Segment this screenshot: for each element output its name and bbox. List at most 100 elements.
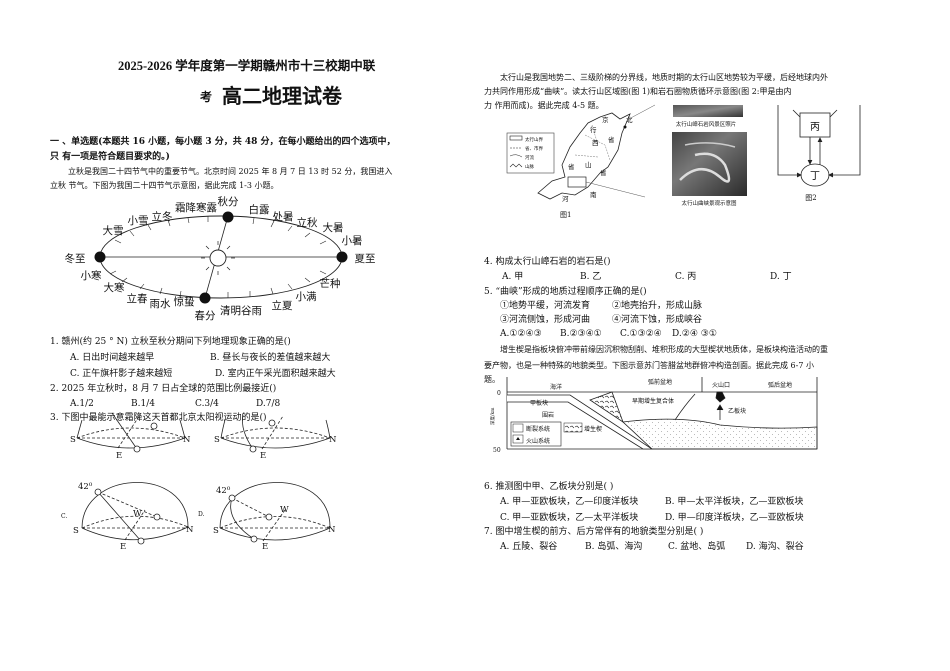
term-label: 小满 [296, 291, 317, 303]
map-label: 南 [590, 190, 597, 199]
term-label: 秋分 [218, 195, 239, 208]
subduction-cross-section: 海洋 弧前盆地 火山口 弧后盆地 甲板块 围岩 早期增生复合体 乙板块 断裂系统… [489, 377, 818, 454]
term-ticks [109, 216, 327, 298]
label-plate-jia: 甲板块 [530, 399, 548, 407]
label-early-complex: 早期增生复合体 [632, 397, 674, 405]
term-label: 大雪 [103, 224, 124, 237]
depth-50: 50 [493, 447, 501, 454]
exam-title-prefix: 考 [200, 90, 213, 104]
depth-0: 0 [497, 390, 501, 397]
term-label: 立冬 [152, 210, 173, 223]
term-label: 雨水 [150, 298, 171, 310]
accretion-intro-3: 题。 [484, 375, 500, 384]
label-e: E [116, 451, 122, 461]
q2-option-c: C.3/4 [195, 399, 219, 409]
legend-river: 河流 [525, 154, 534, 161]
earth-winter-solstice [94, 251, 106, 263]
label-n: N [186, 525, 194, 535]
earth-spring-equinox [199, 292, 211, 304]
horizon-a [76, 437, 186, 449]
q1-option-c: C. 正午旗杆影子越来越短 [70, 369, 173, 379]
label-s: S [213, 526, 219, 536]
taihang-intro-3: 力 作用而成)。据此完成 4-5 题。 [484, 101, 604, 110]
section-heading-2: 只 有一项是符合题目要求的。) [50, 152, 170, 162]
volcano-system [715, 391, 726, 403]
term-label: 处暑 [273, 211, 294, 223]
question-1: 1. 赣州(约 25 ° N) 立秋至秋分期间下列地理现象正确的是() [50, 337, 291, 347]
figure-2-rock-cycle: 丙 丁 图2 [777, 105, 861, 202]
label-w: W [280, 505, 289, 515]
sun-icon [201, 241, 235, 275]
question-4: 4. 构成太行山嶂石岩的岩石是() [484, 257, 611, 267]
label-n: N [329, 435, 337, 445]
q5-step-3: ③河流侧蚀，形成河曲 [500, 315, 591, 325]
solar-terms-diagram: 秋分 白露 处暑 立秋 大暑 小暑 夏至 芒种 小满 立夏 清明谷雨 春分 惊蛰… [65, 195, 376, 322]
question-3: 3. 下图中最能示意霜降这天首都北京太阳视运动的是() [50, 413, 267, 423]
intro-text-2: 立秋 节气。下图为我国二十四节气示意图，据此完成 1-3 小题。 [50, 181, 279, 190]
legend-wedge-label: 增生楔 [584, 425, 602, 433]
question-6: 6. 推测图中甲、乙板块分别是( ) [484, 482, 614, 492]
label-s: S [73, 526, 79, 536]
question-2: 2. 2025 年立秋时，8 月 7 日占全球的范围比例最接近() [50, 384, 277, 394]
term-label: 大寒 [104, 281, 125, 294]
label-e: E [260, 451, 266, 461]
q6-option-c: C. 甲—亚欧板块，乙—太平洋板块 [500, 513, 639, 523]
figure-1-taihang-map: 太行山界 省、市界 河流 山脉 北 京 行 西 省 山 省 河 南 省 图1 太… [506, 104, 747, 219]
term-label: 小暑 [342, 235, 363, 247]
label-w: W [133, 509, 142, 519]
taihang-intro: 太行山是我国地势二、三级阶梯的分界线，地质时期的太行山区地势较为平缓，后经地球内… [500, 73, 828, 82]
q1-option-b: B. 昼长与夜长的差值越来越大 [210, 353, 331, 363]
map-label: 省 [568, 162, 575, 171]
q4-option-a: A. 甲 [502, 272, 524, 282]
q4-option-c: C. 丙 [675, 272, 697, 282]
photo-2-caption: 太行山曲峡景观示意图 [681, 199, 737, 207]
beijing-point [623, 125, 627, 129]
taihang-region-outline [537, 112, 631, 200]
taihang-intro-2: 力共同作用形成“曲峡”。读太行山区域图(图 1)和岩石圈物质循环示意图(图 2:… [484, 87, 792, 96]
q7-option-d: D. 海沟、裂谷 [746, 542, 804, 552]
q5-step-4: ④河流下蚀，形成峡谷 [612, 315, 703, 325]
q5-option-c: C.①③②④ [620, 329, 662, 339]
intro-text: 立秋是我国二十四节气中的重要节气。北京时间 2025 年 8 月 7 日 13 … [68, 167, 393, 176]
label-n: N [328, 525, 336, 535]
exam-title-line1: 2025-2026 学年度第一学期赣州市十三校期中联 [118, 59, 376, 73]
term-label: 大暑 [323, 221, 344, 234]
earth-autumn-equinox [222, 211, 234, 223]
term-label: 小寒 [81, 269, 102, 282]
map-label: 北 [626, 116, 633, 124]
term-label: 白露 [249, 203, 270, 216]
q7-option-a: A. 丘陵、裂谷 [500, 542, 558, 552]
label-n: N [183, 435, 191, 445]
q5-option-d: D.②④ ③① [672, 329, 717, 339]
label-e: E [120, 542, 126, 552]
label-wall-rock: 围岩 [542, 411, 554, 419]
legend-mountain: 山脉 [525, 163, 534, 170]
q5-option-b: B.②③④① [560, 329, 602, 339]
label-crater: 火山口 [712, 381, 730, 389]
photo-1-caption: 太行山嶂石岩风景区照片 [676, 120, 737, 128]
term-label: 清明谷雨 [220, 304, 262, 317]
map-legend: 太行山界 省、市界 河流 山脉 [506, 132, 555, 174]
label-plate-yi: 乙板块 [728, 407, 746, 415]
sun-path-diagrams: S N E S N E 42⁰ C. S N E W 42⁰ D. S N E … [61, 412, 337, 552]
earth-summer-solstice [336, 251, 348, 263]
q2-option-a: A.1/2 [70, 399, 94, 409]
q6-option-b: B. 甲—太平洋板块，乙—亚欧板块 [665, 497, 804, 507]
q1-option-d: D. 室内正午采光面积越来越大 [215, 369, 336, 379]
term-label: 惊蛰 [174, 295, 195, 308]
map-label: 山 [585, 160, 592, 169]
term-label: 夏至 [355, 253, 376, 265]
q6-option-d: D. 甲—印度洋板块，乙—亚欧板块 [665, 513, 804, 523]
q1-option-a: A. 日出时间越来越早 [70, 353, 155, 363]
q6-option-a: A. 甲—亚欧板块，乙—印度洋板块 [500, 497, 639, 507]
accretion-intro: 增生楔是指板块俯冲带前缘因沉积物刮削、堆积形成的大型楔状地质体，是板块构造活动的… [500, 345, 828, 354]
exam-title: 高二地理试卷 [222, 84, 342, 108]
node-bing: 丙 [810, 122, 820, 133]
q7-option-b: B. 岛弧、海沟 [585, 542, 643, 552]
meander-gorge-photo [672, 132, 747, 196]
term-label: 小雪 [128, 215, 149, 227]
question-7: 7. 图中增生楔的前方、后方常伴有的地貌类型分别是( ) [484, 527, 704, 537]
sun-path-a-arc [76, 419, 83, 439]
label-s: S [214, 435, 220, 445]
map-label: 西 [592, 139, 599, 147]
